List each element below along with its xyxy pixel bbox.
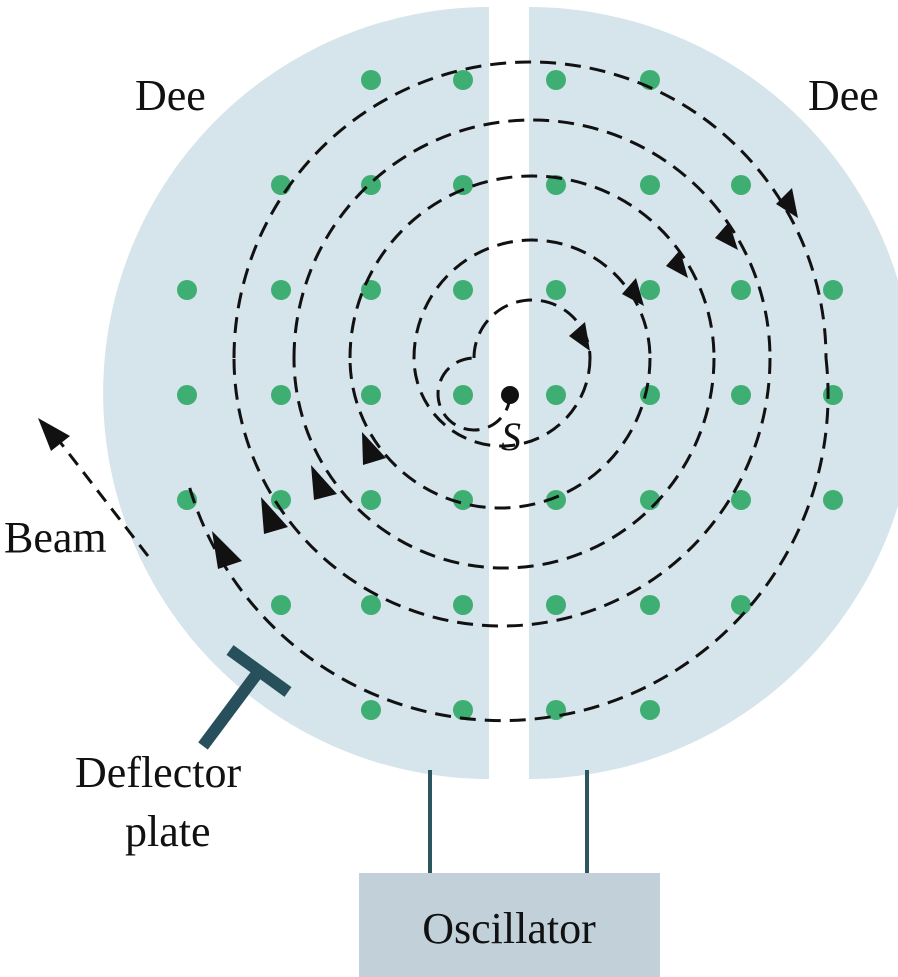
field-dot bbox=[361, 700, 381, 720]
spiral-half-11 bbox=[186, 357, 830, 723]
dee-left-label: Dee bbox=[135, 71, 206, 120]
field-dot bbox=[546, 490, 566, 510]
direction-arrow-8 bbox=[261, 497, 288, 534]
field-dot bbox=[640, 280, 660, 300]
spiral-half-3 bbox=[412, 357, 592, 448]
field-dot bbox=[361, 385, 381, 405]
field-dot bbox=[453, 595, 473, 615]
spiral-half-9 bbox=[232, 357, 772, 628]
spiral-half-4 bbox=[412, 238, 652, 359]
deflector-label-line2: plate bbox=[125, 807, 211, 856]
field-dot bbox=[177, 280, 197, 300]
field-dot bbox=[731, 175, 751, 195]
field-dot bbox=[546, 175, 566, 195]
deflector-label-line1: Deflector bbox=[75, 748, 241, 797]
deflector-stem bbox=[198, 667, 264, 750]
spiral-half-6 bbox=[348, 174, 716, 359]
direction-arrow-1 bbox=[569, 322, 590, 351]
field-dot bbox=[361, 490, 381, 510]
spiral-path bbox=[186, 60, 830, 723]
field-dot bbox=[271, 595, 291, 615]
field-dot bbox=[271, 280, 291, 300]
direction-arrow-3 bbox=[666, 250, 688, 278]
field-dot bbox=[546, 595, 566, 615]
field-dot bbox=[271, 490, 291, 510]
spiral-half-10 bbox=[232, 60, 828, 359]
field-dot bbox=[361, 70, 381, 90]
field-dot bbox=[453, 70, 473, 90]
source-label: S bbox=[501, 414, 521, 459]
field-dot bbox=[731, 385, 751, 405]
field-dot bbox=[546, 280, 566, 300]
field-dot bbox=[361, 280, 381, 300]
field-dot bbox=[640, 385, 660, 405]
beam-path bbox=[58, 441, 150, 557]
direction-arrow-6 bbox=[362, 432, 386, 465]
spiral-half-1 bbox=[436, 356, 512, 432]
field-dot bbox=[177, 385, 197, 405]
field-dot bbox=[546, 385, 566, 405]
direction-arrow-2 bbox=[622, 278, 644, 306]
field-dot bbox=[823, 490, 843, 510]
direction-arrow-5 bbox=[776, 188, 798, 218]
dee-left bbox=[103, 7, 489, 779]
direction-arrow-4 bbox=[715, 222, 738, 250]
spiral-half-7 bbox=[292, 357, 716, 570]
beam-arrowhead bbox=[38, 418, 70, 451]
field-dot bbox=[453, 280, 473, 300]
direction-arrow-7 bbox=[311, 465, 337, 500]
field-dot bbox=[640, 700, 660, 720]
dee-right-label: Dee bbox=[808, 71, 879, 120]
oscillator-label: Oscillator bbox=[422, 904, 596, 953]
field-dot bbox=[453, 700, 473, 720]
spiral-half-8 bbox=[292, 118, 772, 359]
field-dot bbox=[640, 175, 660, 195]
field-dot bbox=[546, 70, 566, 90]
field-dot bbox=[823, 280, 843, 300]
magnetic-field-dots bbox=[177, 70, 843, 720]
source-dot bbox=[501, 386, 519, 404]
direction-arrow-9 bbox=[212, 531, 242, 569]
field-dot bbox=[453, 490, 473, 510]
field-dot bbox=[731, 595, 751, 615]
oscillator-box bbox=[359, 873, 660, 977]
field-dot bbox=[361, 595, 381, 615]
direction-arrows bbox=[212, 188, 798, 569]
field-dot bbox=[271, 385, 291, 405]
field-dot bbox=[731, 280, 751, 300]
field-dot bbox=[731, 490, 751, 510]
field-dot bbox=[823, 385, 843, 405]
field-dot bbox=[453, 385, 473, 405]
field-dot bbox=[453, 175, 473, 195]
beam-label: Beam bbox=[4, 513, 107, 562]
spiral-half-5 bbox=[348, 357, 652, 510]
field-dot bbox=[640, 595, 660, 615]
